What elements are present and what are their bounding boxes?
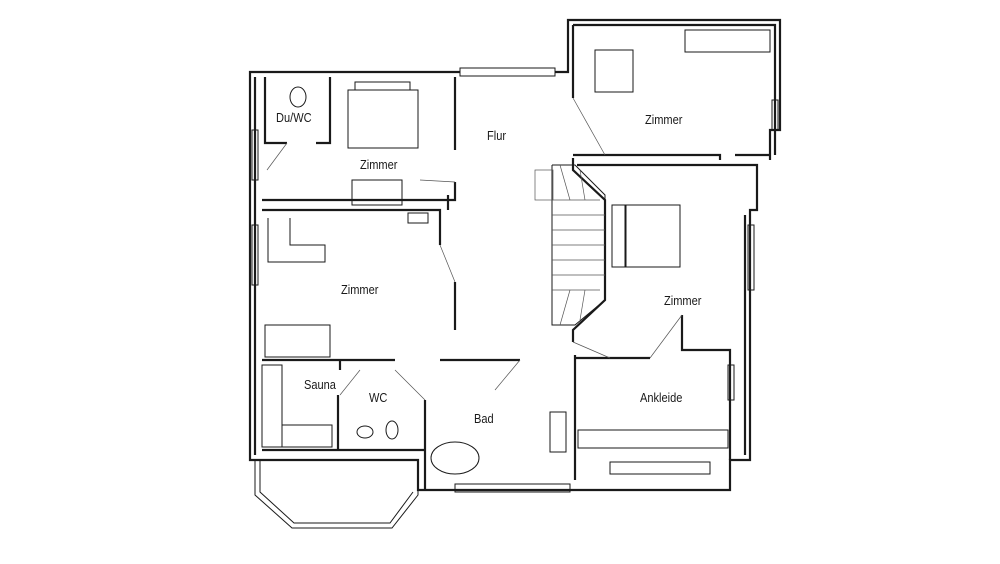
windows [251,67,779,493]
interior-walls [262,25,770,490]
room-label-zimmer-e: Zimmer [664,293,702,308]
room-label-wc: WC [369,390,388,405]
staircase [534,164,606,326]
room-label-bad: Bad [474,411,494,426]
room-label-sauna: Sauna [304,377,336,392]
furniture [261,29,771,475]
room-label-du-wc: Du/WC [276,110,312,125]
room-label-zimmer-w: Zimmer [341,282,379,297]
room-label-flur: Flur [487,128,507,143]
balcony [254,460,419,529]
balcony-inner [259,460,414,524]
room-label-ankleide: Ankleide [640,390,683,405]
room-label-zimmer-ne: Zimmer [645,112,683,127]
door-swings [266,97,683,401]
room-label-zimmer-nw: Zimmer [360,157,398,172]
outer-walls [248,18,782,492]
